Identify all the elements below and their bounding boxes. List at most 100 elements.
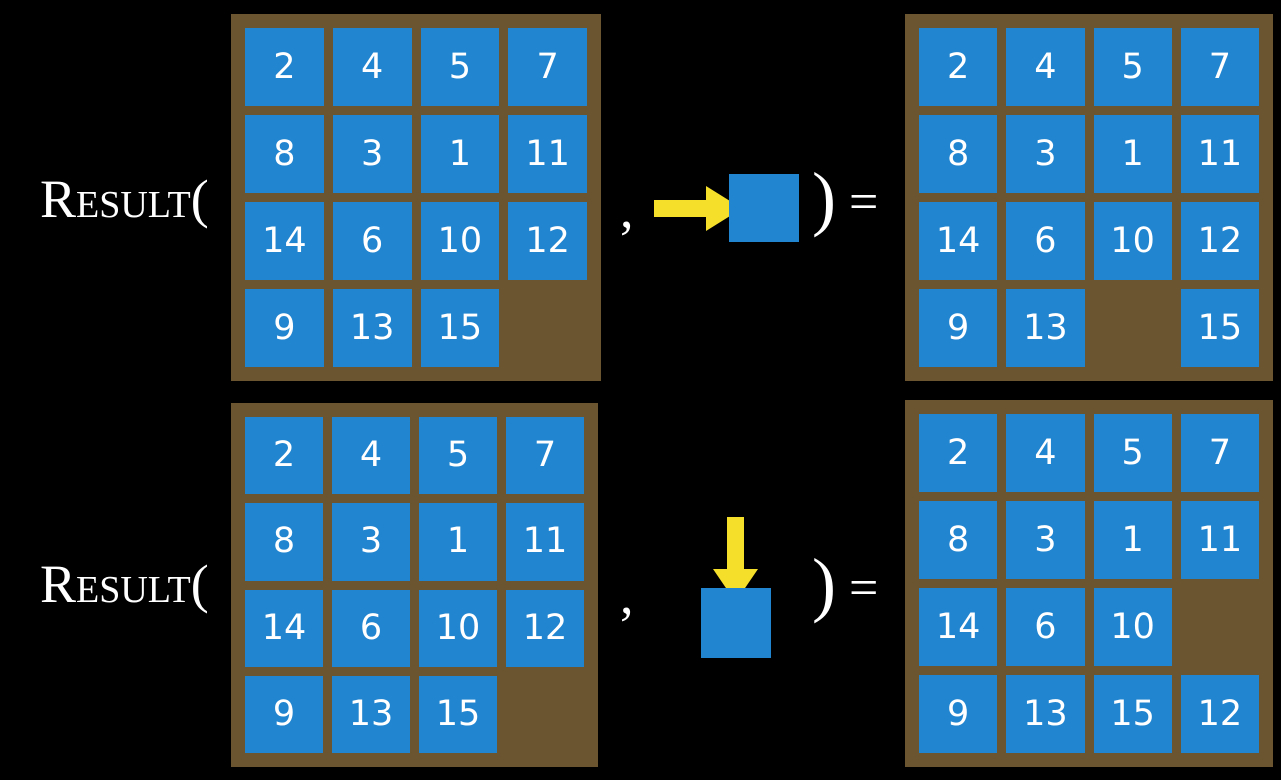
board-cell[interactable]: 14	[919, 588, 998, 666]
tile[interactable]: 5	[419, 417, 497, 495]
board-cell[interactable]: 10	[419, 589, 497, 667]
board-cell[interactable]: 7	[506, 417, 584, 495]
board-cell[interactable]: 6	[1006, 588, 1085, 666]
board-cell[interactable]: 15	[420, 289, 500, 367]
tile[interactable]: 6	[332, 589, 410, 667]
tile[interactable]: 12	[1180, 675, 1259, 753]
tile[interactable]: 15	[419, 675, 497, 753]
tile[interactable]: 14	[919, 202, 998, 280]
board-cell[interactable]: 9	[919, 675, 998, 753]
board-cell[interactable]: 6	[332, 202, 412, 280]
tile[interactable]: 6	[1006, 588, 1085, 666]
board-cell-empty[interactable]	[1181, 588, 1259, 666]
tile[interactable]: 13	[332, 289, 412, 367]
board-cell[interactable]: 4	[1006, 414, 1085, 492]
board-cell[interactable]: 13	[332, 289, 412, 367]
board-cell[interactable]: 8	[919, 115, 998, 193]
tile[interactable]: 14	[245, 202, 324, 280]
tile[interactable]: 3	[332, 503, 410, 581]
board-cell[interactable]: 10	[420, 202, 500, 280]
tile[interactable]: 1	[419, 503, 497, 581]
board-cell[interactable]: 3	[1006, 501, 1085, 579]
board-cell[interactable]: 13	[332, 675, 410, 753]
tile[interactable]: 4	[1006, 414, 1085, 492]
tile[interactable]: 7	[508, 28, 587, 106]
tile[interactable]: 2	[919, 414, 998, 492]
board-cell[interactable]: 12	[1180, 675, 1259, 753]
tile[interactable]: 11	[506, 503, 584, 581]
tile[interactable]: 12	[506, 589, 584, 667]
board-cell[interactable]: 1	[1093, 501, 1172, 579]
board-cell[interactable]: 1	[419, 503, 497, 581]
tile[interactable]: 1	[1093, 115, 1172, 193]
tile[interactable]: 8	[245, 503, 323, 581]
board-cell[interactable]: 2	[245, 417, 323, 495]
board-cell[interactable]: 14	[245, 589, 323, 667]
tile[interactable]: 13	[332, 675, 410, 753]
tile[interactable]: 9	[919, 675, 998, 753]
board-cell[interactable]: 7	[1180, 414, 1259, 492]
tile[interactable]: 5	[1093, 414, 1172, 492]
board-cell[interactable]: 11	[508, 115, 587, 193]
board-cell[interactable]: 11	[1180, 115, 1259, 193]
board-cell[interactable]: 10	[1093, 588, 1172, 666]
board-cell[interactable]: 7	[1180, 28, 1259, 106]
tile[interactable]: 1	[420, 115, 500, 193]
board-cell[interactable]: 15	[419, 675, 497, 753]
board-cell[interactable]: 2	[919, 28, 998, 106]
tile[interactable]: 7	[1180, 28, 1259, 106]
board-cell[interactable]: 11	[1180, 501, 1259, 579]
tile[interactable]: 11	[1180, 115, 1259, 193]
board-cell[interactable]: 8	[245, 503, 323, 581]
board-cell[interactable]: 4	[332, 417, 410, 495]
tile[interactable]: 10	[420, 202, 500, 280]
board-cell[interactable]: 13	[1006, 675, 1085, 753]
tile[interactable]: 9	[245, 289, 324, 367]
tile[interactable]: 2	[245, 28, 324, 106]
tile[interactable]: 7	[506, 417, 584, 495]
board-cell[interactable]: 7	[508, 28, 587, 106]
board-cell[interactable]: 5	[1093, 28, 1172, 106]
tile[interactable]: 6	[332, 202, 412, 280]
board-cell[interactable]: 12	[508, 202, 587, 280]
board-cell[interactable]: 12	[506, 589, 584, 667]
tile[interactable]: 11	[508, 115, 587, 193]
board-cell[interactable]: 15	[1093, 675, 1172, 753]
board-cell[interactable]: 5	[419, 417, 497, 495]
board-cell[interactable]: 1	[1093, 115, 1172, 193]
tile[interactable]: 5	[1093, 28, 1172, 106]
tile[interactable]: 4	[332, 28, 412, 106]
board-cell[interactable]: 5	[420, 28, 500, 106]
board-cell-empty[interactable]	[506, 676, 584, 753]
tile[interactable]: 1	[1093, 501, 1172, 579]
board-cell[interactable]: 8	[245, 115, 324, 193]
board-cell[interactable]: 4	[332, 28, 412, 106]
tile[interactable]: 15	[1180, 289, 1259, 367]
tile[interactable]: 2	[919, 28, 998, 106]
tile[interactable]: 12	[508, 202, 587, 280]
board-cell[interactable]: 13	[1006, 289, 1085, 367]
board-cell[interactable]: 14	[919, 202, 998, 280]
tile[interactable]: 15	[1093, 675, 1172, 753]
tile[interactable]: 9	[245, 675, 323, 753]
board-cell[interactable]: 1	[420, 115, 500, 193]
board-cell[interactable]: 15	[1180, 289, 1259, 367]
tile[interactable]: 11	[1180, 501, 1259, 579]
board-cell[interactable]: 3	[332, 503, 410, 581]
tile[interactable]: 7	[1180, 414, 1259, 492]
board-cell[interactable]: 6	[1006, 202, 1085, 280]
tile[interactable]: 4	[332, 417, 410, 495]
tile[interactable]: 14	[245, 589, 323, 667]
tile[interactable]: 10	[1093, 202, 1172, 280]
board-cell[interactable]: 3	[1006, 115, 1085, 193]
tile[interactable]: 3	[1006, 115, 1085, 193]
board-cell[interactable]: 14	[245, 202, 324, 280]
tile[interactable]: 8	[919, 501, 998, 579]
tile[interactable]: 15	[420, 289, 500, 367]
board-cell[interactable]: 3	[332, 115, 412, 193]
tile[interactable]: 10	[1093, 588, 1172, 666]
board-cell[interactable]: 8	[919, 501, 998, 579]
tile[interactable]: 12	[1180, 202, 1259, 280]
tile[interactable]: 10	[419, 589, 497, 667]
tile[interactable]: 13	[1006, 675, 1085, 753]
